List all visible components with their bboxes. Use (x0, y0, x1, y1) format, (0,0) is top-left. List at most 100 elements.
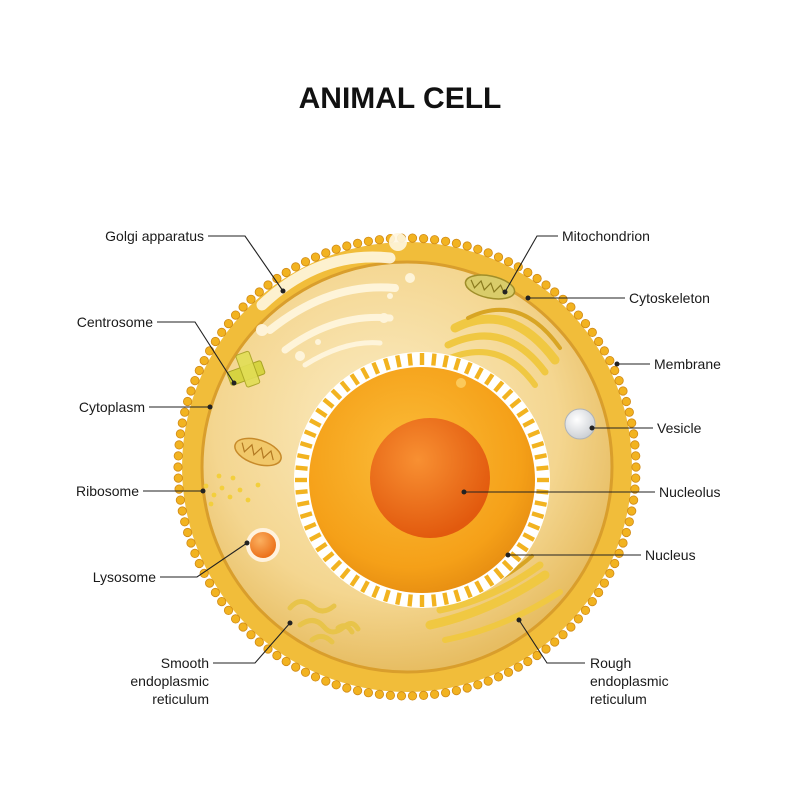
nuclear-pore (339, 380, 351, 393)
membrane-bead (205, 346, 215, 356)
nuclear-pore (308, 532, 322, 542)
membrane-bead (217, 596, 227, 607)
membrane-bead (541, 644, 551, 654)
membrane-bead (558, 630, 568, 640)
membrane-bead (550, 287, 560, 297)
membrane-bead (605, 355, 615, 366)
membrane-bead (418, 234, 429, 244)
membrane-bead (532, 650, 542, 661)
membrane-bead (199, 355, 209, 366)
leader-membrane-dot (614, 361, 620, 367)
leader-cytoskeleton-dot (525, 295, 531, 301)
membrane-bead (173, 451, 183, 461)
membrane-bead (374, 235, 384, 245)
membrane-bead (310, 672, 321, 682)
membrane-bead (180, 517, 190, 527)
membrane-bead (300, 667, 311, 677)
nuclear-pore (463, 361, 473, 375)
membrane-bead (599, 346, 610, 356)
membrane-bead (493, 252, 504, 262)
membrane-bead (173, 462, 183, 472)
label-golgi: Golgi apparatus (105, 228, 204, 244)
membrane-bead (254, 287, 264, 297)
membrane-bead (342, 683, 352, 693)
membrane-bead (503, 257, 514, 267)
nuclear-pore (395, 354, 402, 368)
nuclear-pore (509, 551, 522, 563)
nuclear-pore (431, 594, 437, 607)
nuclear-pore (322, 551, 335, 563)
nuclear-pore (522, 418, 536, 428)
membrane-bead (183, 527, 193, 538)
label-nucleolus: Nucleolus (659, 484, 720, 500)
nuclear-pore (299, 511, 313, 519)
nuclear-pore (531, 511, 545, 519)
nuclear-pore (431, 353, 437, 366)
membrane-bead (473, 244, 483, 254)
membrane-bead (374, 689, 384, 699)
membrane-bead (605, 568, 615, 579)
rough-er-upper (442, 307, 562, 388)
membrane-bead (462, 683, 472, 693)
membrane-bead (621, 396, 632, 407)
nuclear-pore (534, 500, 548, 507)
membrane-bead (558, 294, 568, 304)
membrane-bead (246, 294, 256, 304)
ribosome-dot (230, 475, 236, 481)
membrane-bead (217, 327, 227, 337)
nuclear-pore (395, 592, 402, 606)
label-cytoskeleton: Cytoskeleton (629, 290, 710, 306)
nuclear-pore (360, 580, 370, 594)
membrane-bead (621, 527, 632, 538)
nuclear-pore (299, 441, 313, 449)
membrane-bead (580, 318, 591, 329)
ribosome-dot (227, 494, 233, 500)
membrane-bead (628, 495, 639, 505)
membrane-bead (173, 473, 183, 483)
leader-lysosome (160, 542, 248, 578)
nuclear-pore (419, 353, 425, 365)
membrane-bead (462, 241, 472, 251)
membrane-bead (618, 386, 628, 396)
membrane-bead (614, 548, 624, 559)
membrane-bead (331, 680, 341, 690)
membrane-bead (254, 637, 264, 647)
membrane-bead (451, 685, 461, 696)
golgi-apparatus (256, 233, 415, 368)
label-smooth-er-line2: endoplasmic (130, 673, 209, 689)
membrane-bead (440, 688, 451, 698)
membrane-bead (523, 656, 533, 667)
membrane-bead (194, 365, 204, 376)
membrane-bead (174, 440, 184, 450)
membrane-bead (440, 236, 451, 246)
membrane-bead (573, 614, 584, 624)
membrane-bead (331, 244, 341, 254)
vesicle (564, 408, 596, 440)
membrane-bead (396, 691, 407, 701)
membrane-bead (513, 662, 523, 672)
nuclear-pore (295, 465, 308, 471)
nuclear-pore (339, 567, 351, 580)
nuclear-pore (349, 373, 360, 386)
membrane-bead (180, 407, 190, 417)
mitochondrion (464, 274, 516, 300)
leader-rough-er-dot (516, 617, 522, 623)
ribosome-dot (208, 501, 214, 507)
nuclear-pore (407, 353, 413, 366)
leader-smooth-er-dot (287, 620, 293, 626)
membrane-bead (407, 233, 418, 243)
membrane-bead (618, 538, 628, 548)
nuclear-pore (330, 559, 343, 572)
nuclear-pore (536, 465, 549, 471)
membrane-bead (174, 484, 184, 494)
nuclear-pore (315, 542, 328, 553)
label-rough-er-line3: reticulum (590, 691, 647, 707)
membrane-bead (363, 236, 373, 246)
nuclear-pore (501, 388, 514, 401)
membrane-bead (614, 375, 624, 386)
smooth-er (287, 599, 361, 645)
label-smooth-er-line3: reticulum (152, 691, 209, 707)
membrane-bead (246, 630, 256, 640)
nuclear-pore (295, 477, 307, 483)
label-nucleus: Nucleus (645, 547, 696, 563)
